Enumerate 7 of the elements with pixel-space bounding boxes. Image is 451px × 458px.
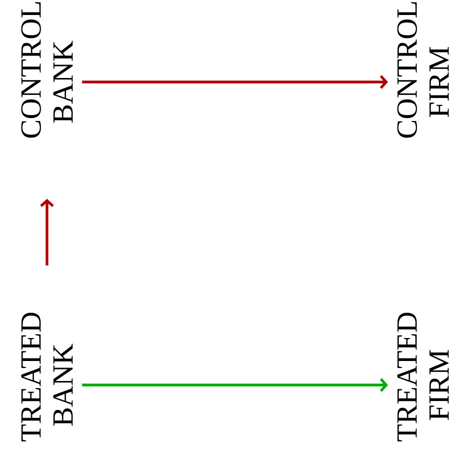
arrow — [40, 198, 54, 266]
arrow — [82, 378, 388, 392]
node-label: TREATED FIRM — [397, 312, 449, 442]
node-label: CONTROL BANK — [21, 2, 73, 138]
node-label: CONTROL FIRM — [397, 2, 449, 138]
node-label: TREATED BANK — [21, 312, 73, 442]
arrow — [82, 75, 388, 89]
